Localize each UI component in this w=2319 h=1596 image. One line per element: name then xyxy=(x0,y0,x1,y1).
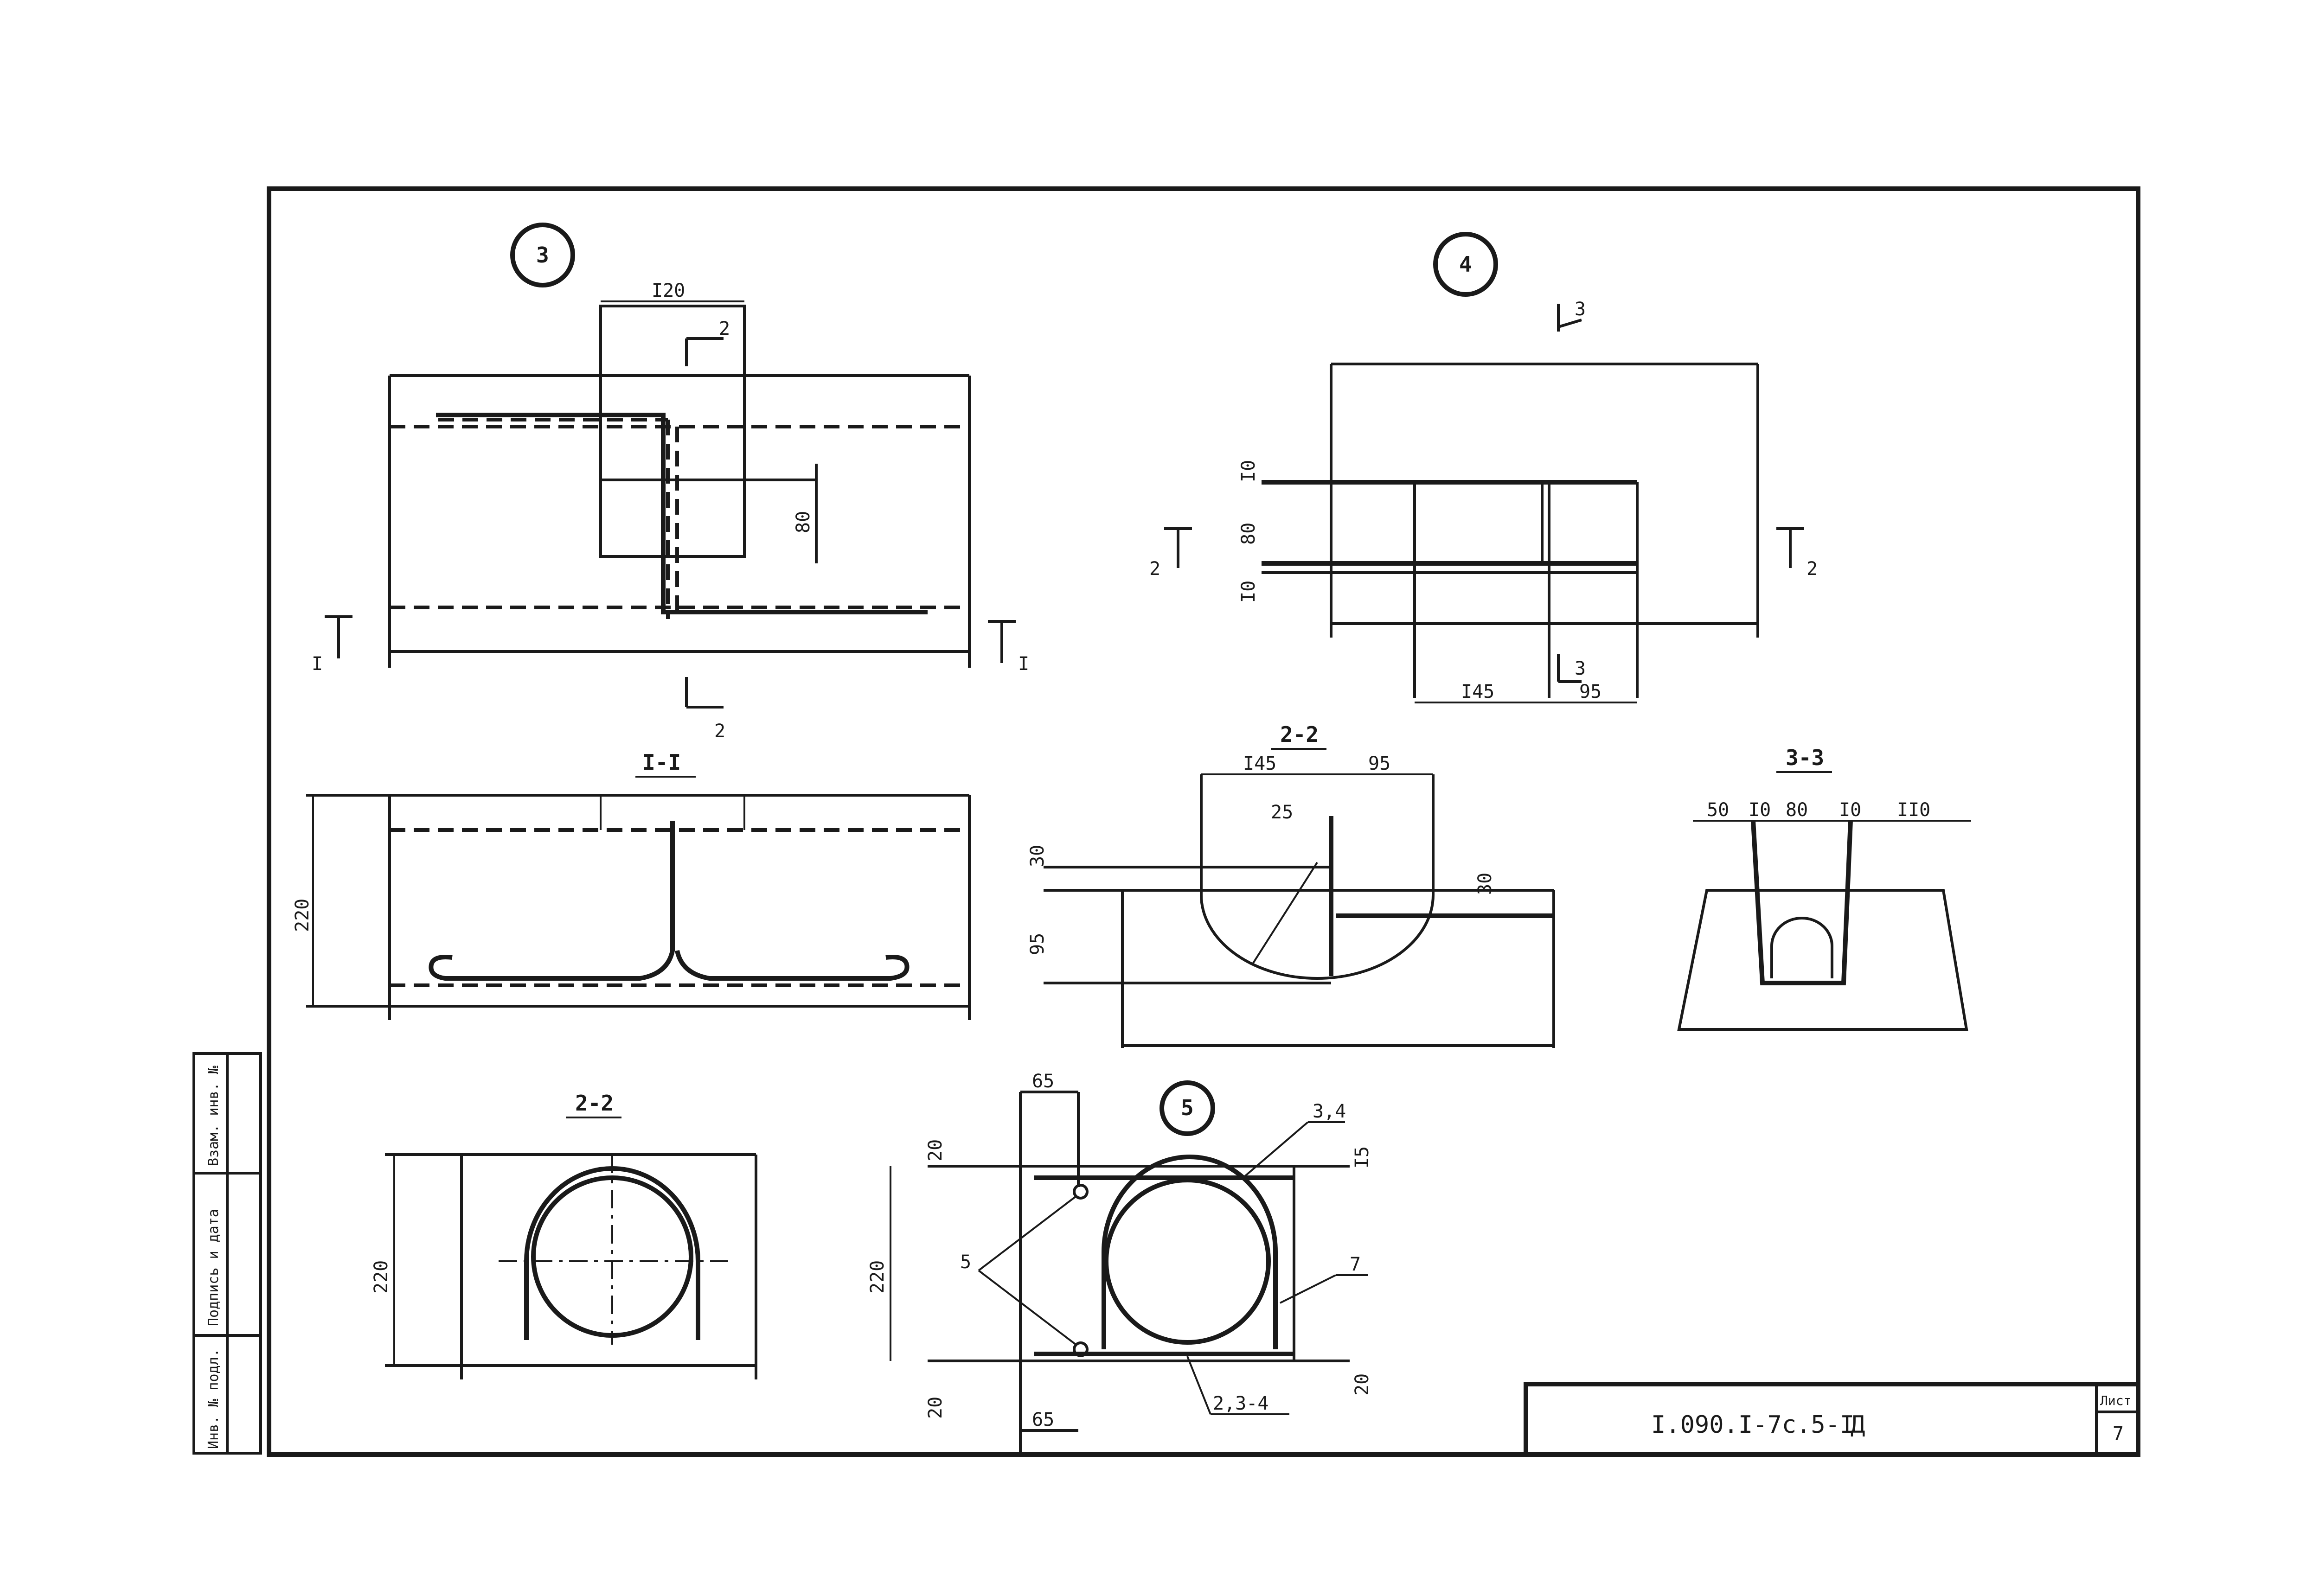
section-3-3-d50: 50 xyxy=(1707,799,1729,821)
view-4-dim-95: 95 xyxy=(1579,681,1602,702)
view-4-plan: 4 I0 80 I0 I45 95 2 2 3 3 xyxy=(1149,232,1818,703)
sheet-frame xyxy=(267,186,2140,1457)
view-4-dim-10a: I0 xyxy=(1238,460,1259,482)
view-4-cut2-right: 2 xyxy=(1807,558,1818,580)
section-1-1-title: I-I xyxy=(642,750,681,775)
stamp-field-substitute: Взам. инв. № xyxy=(205,1066,222,1166)
section-2-2-upper-title: 2-2 xyxy=(1280,722,1319,747)
section-3-3-d10a: I0 xyxy=(1749,799,1771,821)
view-5-dim-65-top: 65 xyxy=(1032,1071,1054,1092)
view-3-cut2-bottom: 2 xyxy=(714,721,725,742)
section-2-2-dim-30a: 30 xyxy=(1027,845,1048,867)
view-3-cut2-top: 2 xyxy=(719,318,730,339)
side-stamp: Взам. инв. № Подпись и дата Инв. № подл. xyxy=(192,1052,262,1455)
drawing-code: I.090.I-7с.5-I xyxy=(1651,1411,1854,1439)
section-2-2-lower-title: 2-2 xyxy=(575,1091,614,1116)
view-3-marker: 3 xyxy=(536,243,549,268)
view-4-marker: 4 xyxy=(1459,252,1472,277)
view-5-lead-234: 2,3-4 xyxy=(1213,1393,1268,1414)
section-2-2-dim-145: I45 xyxy=(1243,753,1276,774)
view-4-cut2-left: 2 xyxy=(1149,558,1160,580)
view-4-cut3-bottom: 3 xyxy=(1575,658,1586,679)
sheet-number: 7 xyxy=(2113,1423,2124,1444)
stamp-field-original: Инв. № подл. xyxy=(205,1348,222,1449)
section-3-3: 3-3 50 I0 80 I0 II0 xyxy=(1677,745,1971,1031)
section-2-2-dim-25: 25 xyxy=(1271,802,1293,823)
view-5-lead-5: 5 xyxy=(960,1251,971,1273)
view-4-dim-80: 80 xyxy=(1238,523,1259,545)
view-5-dim-15: I5 xyxy=(1352,1146,1373,1168)
view-3-dim-depth: 80 xyxy=(793,511,814,533)
title-block: I.090.I-7с.5-I Д Лист 7 xyxy=(1524,1382,2140,1457)
section-2-2-upper: 2-2 I45 95 25 30 95 30 xyxy=(1027,722,1555,1048)
view-5-dim-20-br: 20 xyxy=(1352,1373,1373,1396)
section-2-2-dim-95v: 95 xyxy=(1027,933,1048,955)
view-5-dim-20-tl: 20 xyxy=(925,1139,946,1162)
section-3-3-d80: 80 xyxy=(1786,799,1808,821)
section-3-3-title: 3-3 xyxy=(1786,745,1824,770)
section-2-2-lower-dim-height: 220 xyxy=(371,1260,392,1294)
view-3-dim-width: I20 xyxy=(652,280,685,301)
view-5-lead-34: 3,4 xyxy=(1313,1101,1346,1122)
view-3-cut1-right: I xyxy=(1018,653,1029,675)
view-5-dim-220: 220 xyxy=(867,1260,888,1294)
drawing-suffix: Д xyxy=(1851,1411,1865,1439)
view-3-cut1-left: I xyxy=(312,653,323,675)
section-3-3-d110: II0 xyxy=(1897,799,1930,821)
sheet-label: Лист xyxy=(2100,1393,2131,1408)
section-2-2-dim-30b: 30 xyxy=(1474,873,1496,895)
view-3-plan: 3 I20 80 I I 2 2 xyxy=(312,223,1029,742)
section-2-2-lower: 2-2 220 xyxy=(371,1091,757,1379)
view-5-dim-65-bottom: 65 xyxy=(1032,1409,1054,1430)
view-4-cut3-top: 3 xyxy=(1575,299,1586,320)
view-5-dim-20-bl: 20 xyxy=(925,1397,946,1419)
view-5-lead-7: 7 xyxy=(1350,1254,1361,1275)
section-2-2-dim-95: 95 xyxy=(1368,753,1390,774)
stamp-field-signature: Подпись и дата xyxy=(205,1209,222,1326)
view-5-detail: 5 65 65 5 3,4 7 2,3-4 220 20 20 I5 20 xyxy=(867,1071,1373,1454)
view-4-dim-145: I45 xyxy=(1461,681,1494,702)
section-1-1-dim-height: 220 xyxy=(292,899,313,932)
section-3-3-d10b: I0 xyxy=(1839,799,1861,821)
view-4-dim-10b: I0 xyxy=(1238,581,1259,603)
view-5-marker: 5 xyxy=(1181,1095,1194,1120)
section-1-1: I-I 220 xyxy=(292,750,971,1020)
